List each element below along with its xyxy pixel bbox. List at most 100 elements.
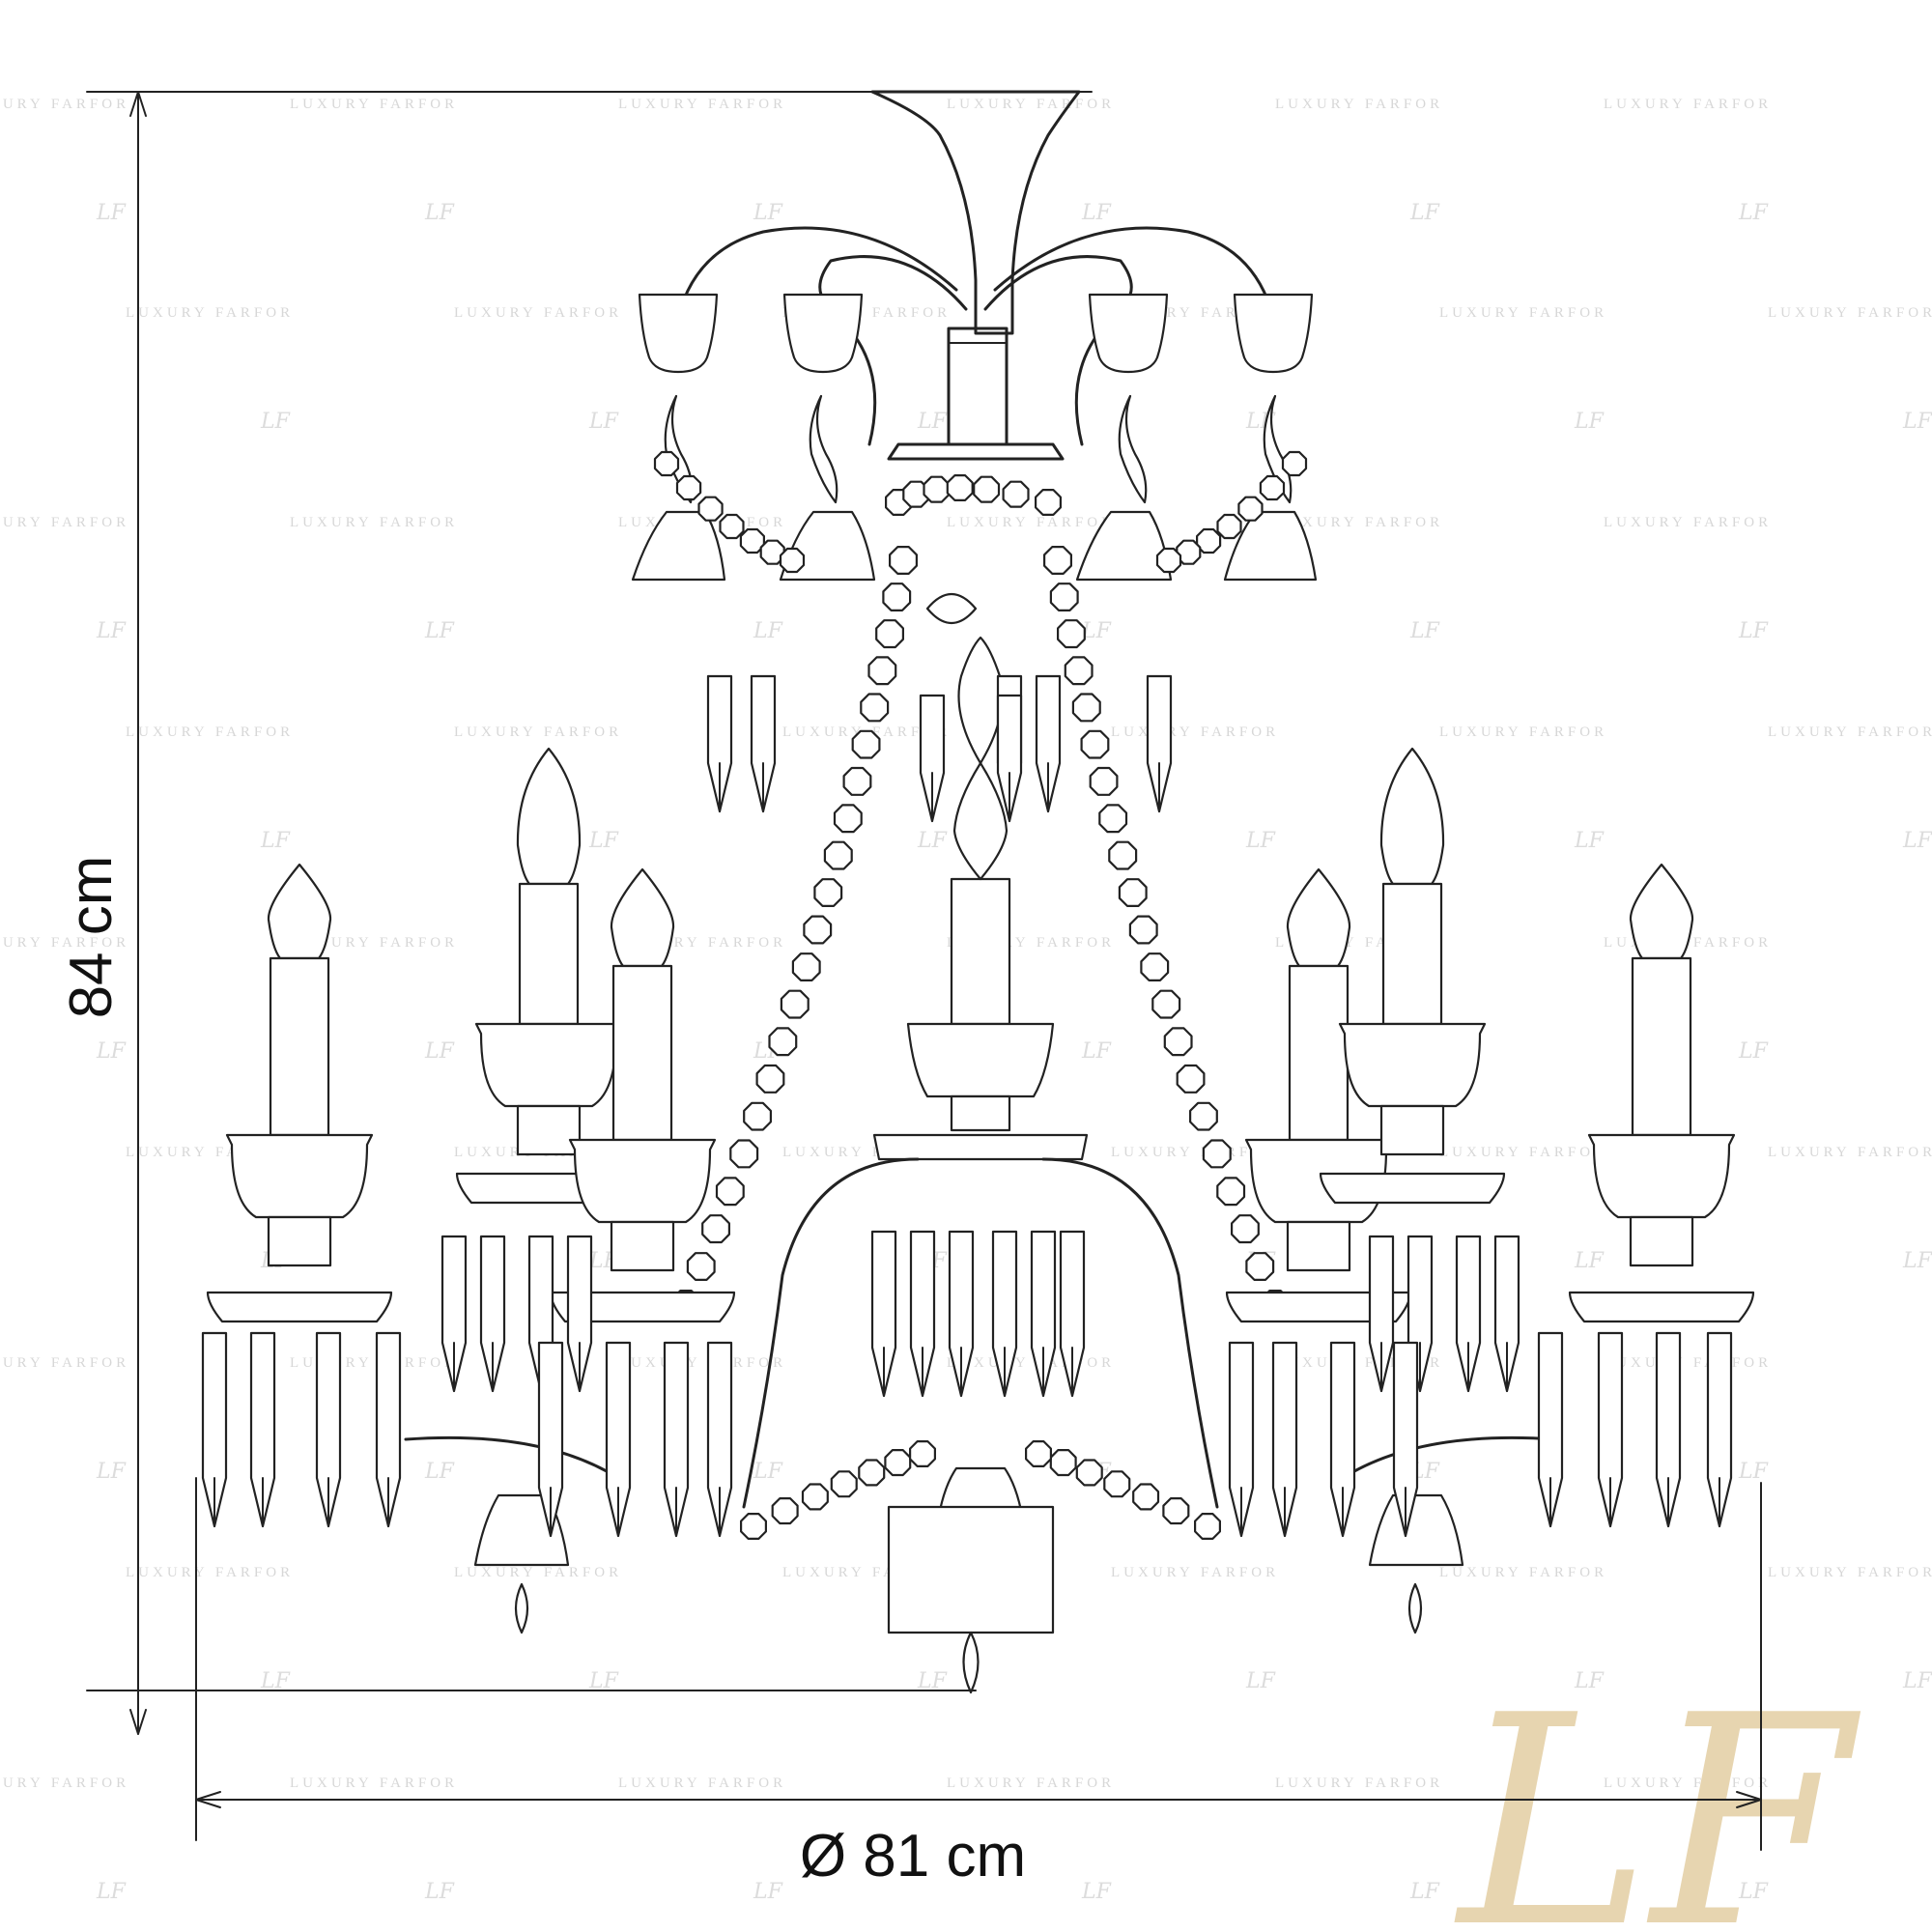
- brand-logo: LF: [1454, 1654, 1863, 1932]
- octagon-bead: [1071, 693, 1101, 723]
- crystal-prism: [1059, 1230, 1086, 1398]
- watermark-text: LUXURY FARFOR: [618, 1355, 786, 1371]
- watermark-text: LUXURY FARFOR: [1275, 515, 1443, 530]
- upper-plate: [887, 442, 1065, 461]
- watermark-text: LUXURY FARFOR: [1111, 724, 1279, 740]
- octagon-bead: [884, 1448, 912, 1477]
- watermark-monogram: LF: [1574, 1249, 1605, 1273]
- watermark-monogram: LF: [1738, 1880, 1769, 1904]
- watermark-monogram: LF: [1574, 1669, 1605, 1693]
- octagon-bead: [946, 474, 974, 502]
- crystal-prism: [919, 694, 946, 823]
- ceiling-canopy: [870, 90, 1081, 335]
- crystal-prism: [1597, 1331, 1624, 1528]
- candle-cup: [1338, 1022, 1487, 1108]
- candle-body: [611, 964, 673, 1142]
- candle-nozzle: [1379, 1104, 1445, 1156]
- watermark-monogram: LF: [96, 1039, 127, 1064]
- octagon-bead: [1162, 1496, 1190, 1525]
- octagon-bead: [1216, 513, 1242, 540]
- upper-bells: [631, 510, 1318, 582]
- crystal-prism: [201, 1331, 228, 1528]
- candle-cup: [474, 1022, 623, 1108]
- watermark-monogram: LF: [1902, 829, 1932, 853]
- candle-nozzle: [516, 1104, 582, 1156]
- watermark-monogram: LF: [260, 410, 291, 434]
- octagon-bead: [1089, 766, 1119, 796]
- crystal-prism: [996, 694, 1023, 823]
- octagon-bead: [973, 475, 1001, 503]
- candle-nozzle: [267, 1215, 332, 1267]
- watermark-monogram: LF: [1245, 829, 1276, 853]
- watermark-text: LUXURY FARFOR: [618, 97, 786, 112]
- watermark-monogram: LF: [1738, 1460, 1769, 1484]
- watermark-monogram: LF: [1081, 1880, 1112, 1904]
- watermark-text: LUXURY FARFOR: [126, 724, 294, 740]
- octagon-bead: [1042, 545, 1073, 576]
- octagon-bead: [768, 1027, 798, 1057]
- octagon-bead: [739, 527, 766, 554]
- watermark-text: LUXURY FARFOR: [0, 935, 129, 951]
- watermark-monogram: LF: [1738, 619, 1769, 643]
- watermark-monogram: LF: [753, 201, 783, 225]
- octagon-bead: [755, 1064, 785, 1094]
- crystal-prism: [750, 674, 777, 813]
- octagon-bead: [779, 547, 806, 574]
- crystal-prism: [315, 1331, 342, 1528]
- crystal-prism: [909, 1230, 936, 1398]
- crystal-prism: [375, 1331, 402, 1528]
- octagon-bead: [771, 1496, 799, 1525]
- diameter-label: Ø 81 cm: [800, 1823, 1026, 1889]
- crystal-prism: [537, 1341, 564, 1538]
- candle-flame: [1629, 863, 1694, 960]
- crystal-prism: [1655, 1331, 1682, 1528]
- octagon-bead: [675, 474, 702, 501]
- watermark-monogram: LF: [96, 1880, 127, 1904]
- brand-logo-letters: LF: [1454, 1654, 1863, 1932]
- octagon-bead: [1155, 547, 1182, 574]
- watermark-monogram: LF: [1081, 201, 1112, 225]
- watermark-monogram: LF: [1409, 201, 1440, 225]
- octagon-bead: [686, 1252, 716, 1282]
- crystal-prism: [249, 1331, 276, 1528]
- lower-arms: [404, 1157, 1557, 1509]
- watermark-monogram: LF: [917, 410, 948, 434]
- octagon-bead: [1202, 1139, 1232, 1169]
- candle-body: [1288, 964, 1350, 1142]
- octagon-bead: [719, 513, 745, 540]
- watermark-monogram: LF: [424, 201, 455, 225]
- watermark-text: LUXURY FARFOR: [454, 1565, 622, 1580]
- height-arrow-bottom: [129, 1709, 147, 1735]
- watermark-text: LUXURY FARFOR: [1275, 1776, 1443, 1791]
- watermark-monogram: LF: [1574, 410, 1605, 434]
- candle-body: [1631, 956, 1692, 1137]
- watermark-text: LUXURY FARFOR: [1275, 97, 1443, 112]
- watermark-monogram: LF: [1738, 1039, 1769, 1064]
- watermark-monogram: LF: [96, 201, 127, 225]
- watermark-text: LUXURY FARFOR: [290, 935, 458, 951]
- watermark-text: LUXURY FARFOR: [947, 97, 1115, 112]
- watermark-text: LUXURY FARFOR: [947, 515, 1115, 530]
- watermark-monogram: LF: [1409, 619, 1440, 643]
- octagon-bead: [1230, 1214, 1260, 1244]
- crystal-prism: [1030, 1230, 1057, 1398]
- octagon-bead: [1216, 1177, 1246, 1207]
- drip-pan: [1319, 1172, 1506, 1205]
- watermark-monogram: LF: [1902, 410, 1932, 434]
- octagon-bead: [1259, 474, 1286, 501]
- candle-cup: [568, 1138, 717, 1224]
- octagon-bead: [1140, 952, 1170, 982]
- watermark-text: LUXURY FARFOR: [1768, 305, 1932, 321]
- watermark-text: LUXURY FARFOR: [947, 1355, 1115, 1371]
- octagon-bead: [830, 1470, 858, 1498]
- drip-pan: [206, 1291, 393, 1323]
- octagon-bead: [729, 1139, 759, 1169]
- watermark-monogram: LF: [96, 619, 127, 643]
- octagon-bead: [858, 1459, 886, 1487]
- crystal-prism: [706, 674, 733, 813]
- candle-nozzle: [610, 1220, 675, 1272]
- diameter-arrow-left: [195, 1791, 221, 1808]
- crystal-prism: [1146, 674, 1173, 813]
- diameter-arrow-right: [1736, 1791, 1762, 1808]
